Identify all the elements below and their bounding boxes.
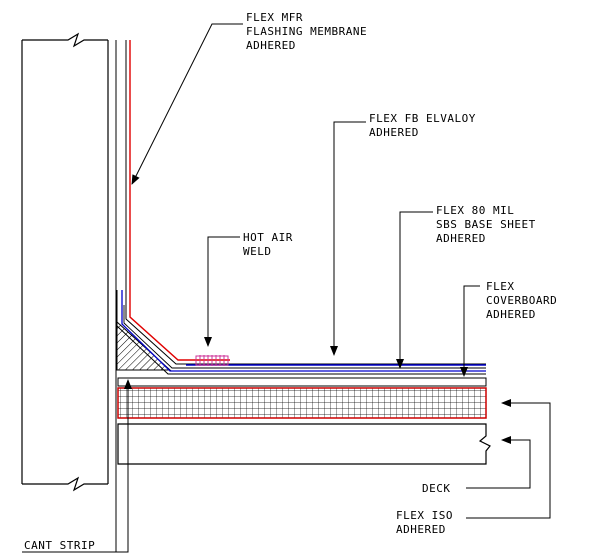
callout-labels: FLEX MFR FLASHING MEMBRANE ADHERED FLEX … — [24, 11, 564, 552]
deck-layer — [117, 423, 491, 465]
leader-lines — [22, 23, 551, 553]
leader-iso — [466, 399, 551, 519]
leader-flashing — [131, 23, 243, 185]
sbs-base-sheet — [121, 290, 486, 372]
leader-coverboard — [460, 285, 480, 377]
label-base-sheet: FLEX 80 MIL SBS BASE SHEET ADHERED — [436, 204, 543, 245]
parapet-wall — [21, 32, 117, 552]
leader-weld — [204, 236, 240, 347]
coverboard-layer — [117, 377, 487, 387]
iso-insulation-layer — [117, 387, 487, 419]
roof-layers — [117, 377, 491, 465]
leader-elvaloy — [330, 121, 366, 356]
membrane-layers — [116, 40, 486, 375]
leader-base-sheet — [396, 211, 433, 369]
label-iso: FLEX ISO ADHERED — [396, 509, 460, 536]
label-elvaloy: FLEX FB ELVALOY ADHERED — [369, 112, 483, 139]
leader-cant-strip — [22, 379, 132, 553]
label-deck: DECK — [422, 482, 451, 495]
label-cant-strip: CANT STRIP — [24, 539, 95, 552]
leader-deck — [466, 436, 531, 489]
hot-air-weld — [195, 355, 229, 366]
label-flashing: FLEX MFR FLASHING MEMBRANE ADHERED — [246, 11, 374, 52]
label-coverboard: FLEX COVERBOARD ADHERED — [486, 280, 564, 321]
label-weld: HOT AIR WELD — [243, 231, 300, 258]
